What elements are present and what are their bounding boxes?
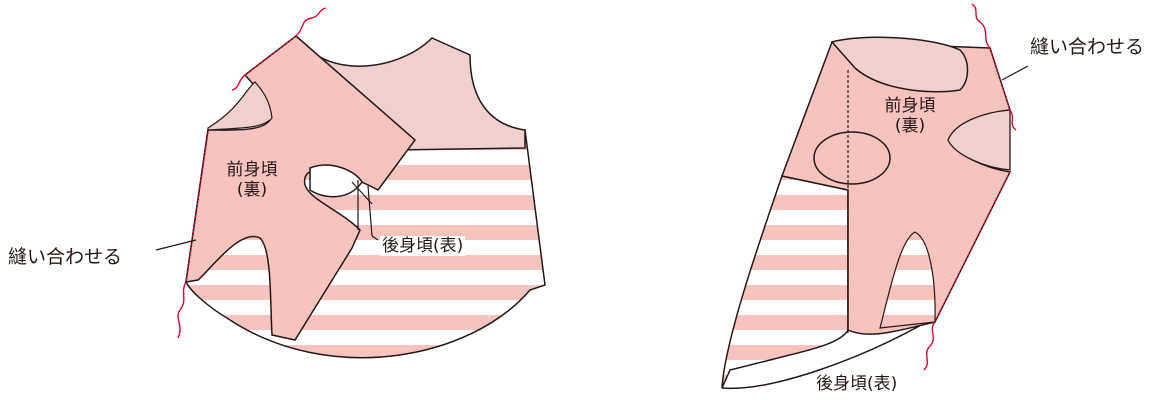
left-front-armhole [309,164,363,198]
right-sew-leader [1001,65,1029,81]
left-front-label: 前身頃 (裏) [222,160,282,200]
right-front-label: 前身頃 (裏) [880,96,940,136]
left-back-label: 後身頃(表) [380,236,466,256]
right-sew-label: 縫い合わせる [1030,36,1145,58]
right-neck-opening [830,36,969,93]
right-figure [721,3,1029,390]
left-thread-tail-top [295,7,327,37]
right-inner-dip [879,231,936,329]
right-thread-tail-top [971,3,991,49]
right-back-body [721,175,849,389]
left-thread-tail-bottom [177,281,187,339]
right-back-hem [721,319,931,390]
left-front-label-line1: 前身頃 [226,160,278,180]
right-armhole [947,109,1011,171]
left-front-label-line2: (裏) [236,180,268,200]
left-front-body [185,35,417,341]
left-figure [155,7,546,359]
right-sleeve-oval [813,131,891,185]
left-back-armhole [207,81,273,131]
left-shoulder-seam [244,35,297,76]
left-thread-tail-shoulder [231,74,246,91]
right-front-label-line2: (裏) [894,116,926,136]
right-back-label: 後身頃(表) [816,374,898,394]
left-sew-leader [155,239,197,251]
right-front-label-line1: 前身頃 [884,96,936,116]
right-thread-tail-bottom [923,321,936,371]
left-back-leader [371,235,379,241]
right-thread-tail-shoulder [1009,109,1017,131]
left-sew-label: 縫い合わせる [8,246,123,268]
left-side-seam [185,131,209,283]
right-shoulder-seam [989,47,1011,111]
left-fold-lines [351,180,373,237]
